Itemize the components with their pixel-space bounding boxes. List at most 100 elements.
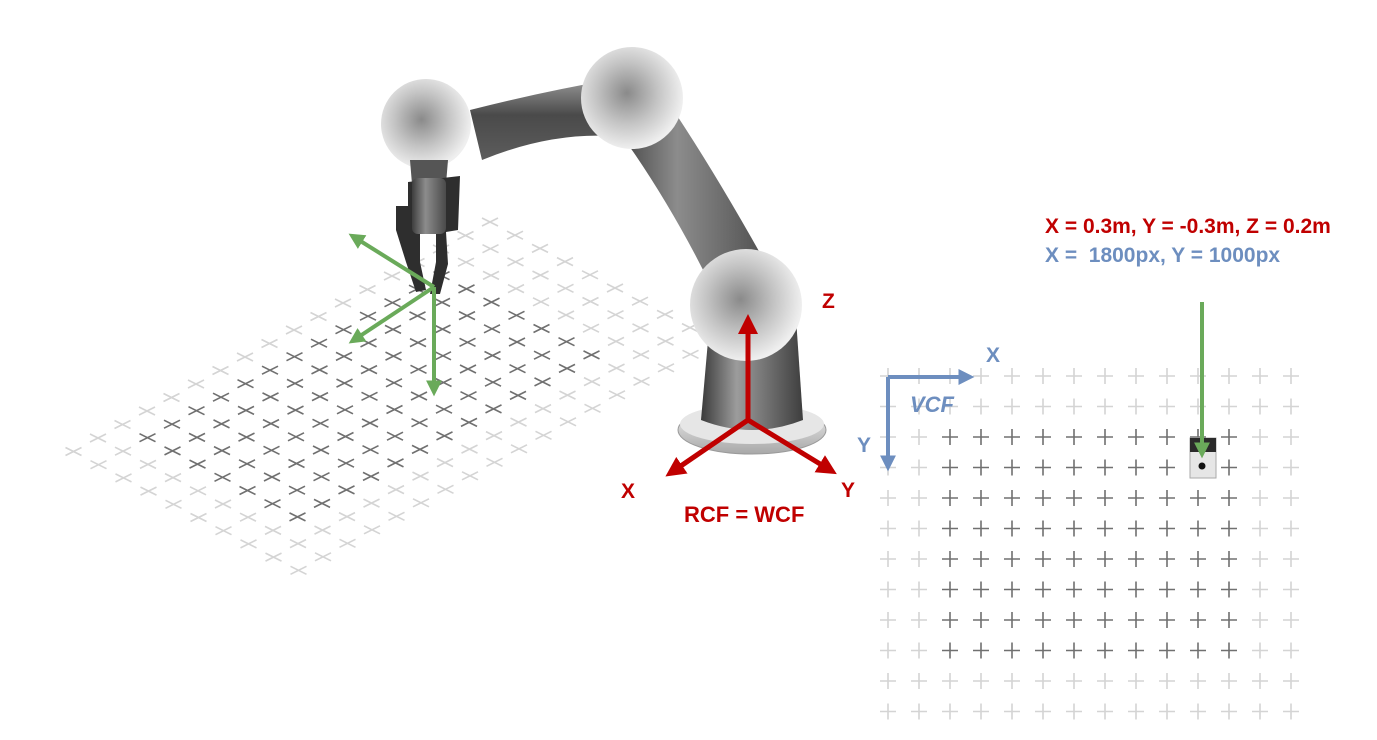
grid-marker (1004, 551, 1020, 567)
grid-marker (336, 378, 353, 388)
grid-marker (942, 612, 958, 628)
grid-marker (1128, 673, 1144, 689)
grid-marker (138, 406, 156, 416)
grid-marker (1035, 581, 1051, 598)
grid-marker (1035, 368, 1051, 384)
grid-marker (412, 471, 429, 481)
grid-marker (510, 417, 527, 427)
grid-marker (1097, 551, 1113, 567)
grid-marker (311, 391, 329, 402)
tool-axis-down-left (348, 285, 436, 344)
grid-marker (583, 376, 601, 387)
grid-marker (942, 398, 958, 415)
grid-marker (188, 432, 206, 443)
grid-marker (190, 512, 207, 523)
grid-marker (237, 405, 255, 416)
grid-marker (510, 444, 528, 454)
grid-marker (286, 378, 304, 389)
grid-marker (1252, 520, 1268, 537)
grid-marker (557, 283, 574, 294)
grid-marker (973, 368, 989, 384)
grid-marker (1159, 581, 1175, 598)
grid-marker (139, 432, 156, 443)
grid-marker (336, 405, 354, 415)
grid-marker (1066, 703, 1082, 720)
grid-marker (657, 336, 674, 346)
grid-marker (385, 351, 402, 361)
target-pixel-coords: X = 1800px, Y = 1000px (1045, 244, 1280, 267)
robot-arm (381, 47, 827, 455)
grid-marker (409, 311, 426, 321)
grid-marker (558, 336, 575, 347)
grid-marker (532, 297, 550, 307)
grid-marker (533, 323, 550, 334)
grid-marker (1221, 612, 1237, 628)
grid-marker (632, 349, 650, 360)
grid-marker (1066, 642, 1082, 659)
grid-marker (482, 270, 500, 281)
grid-marker (334, 298, 352, 308)
grid-marker (535, 430, 552, 441)
grid-marker (911, 703, 927, 720)
grid-marker (264, 525, 282, 536)
grid-marker (263, 445, 280, 456)
grid-marker (509, 390, 527, 401)
grid-marker (387, 484, 405, 495)
grid-marker (310, 311, 327, 322)
grid-marker (1066, 551, 1082, 567)
grid-marker (1221, 551, 1237, 567)
grid-marker (335, 351, 353, 362)
grid-marker (114, 446, 132, 456)
grid-marker (338, 485, 355, 495)
grid-marker (1190, 642, 1206, 659)
rcf-caption: RCF = WCF (684, 502, 804, 527)
grid-marker (313, 498, 331, 509)
grid-marker (942, 490, 958, 506)
grid-marker (656, 309, 674, 320)
grid-marker (361, 391, 378, 402)
grid-marker (215, 525, 232, 536)
grid-marker (633, 376, 650, 387)
grid-marker (1004, 459, 1020, 476)
grid-marker (558, 363, 576, 374)
grid-marker (1190, 612, 1206, 628)
grid-marker (486, 457, 503, 468)
grid-marker (189, 486, 207, 496)
grid-marker (484, 377, 502, 387)
grid-marker (313, 471, 330, 482)
grid-marker (1283, 520, 1299, 537)
grid-marker (880, 551, 896, 567)
grid-marker (1035, 673, 1051, 689)
grid-marker (608, 363, 625, 373)
grid-marker (239, 512, 257, 522)
grid-marker (1159, 368, 1175, 384)
grid-marker (973, 642, 989, 659)
grid-marker (608, 390, 626, 400)
grid-marker (337, 458, 355, 468)
grid-marker (507, 283, 525, 294)
grid-marker (236, 352, 254, 362)
grid-marker (911, 520, 927, 537)
grid-marker (506, 230, 524, 240)
grid-marker (606, 283, 624, 293)
grid-marker (65, 446, 82, 457)
grid-marker (1190, 703, 1206, 720)
grid-marker (556, 256, 574, 267)
grid-marker (631, 296, 649, 306)
grid-marker (582, 296, 599, 307)
grid-marker (362, 471, 380, 482)
grid-marker (483, 297, 500, 307)
grid-marker (1190, 673, 1206, 689)
grid-marker (1066, 490, 1082, 506)
grid-marker (1283, 703, 1299, 720)
grid-marker (459, 364, 477, 374)
grid-marker (911, 581, 927, 598)
grid-marker (1159, 520, 1175, 537)
grid-marker (1035, 429, 1051, 445)
grid-marker (582, 323, 600, 333)
grid-marker (1159, 490, 1175, 506)
grid-marker (264, 498, 281, 509)
grid-marker (361, 418, 379, 428)
vcf-axes: X Y VCF (857, 344, 1000, 472)
tool-frame-axes (348, 233, 442, 397)
